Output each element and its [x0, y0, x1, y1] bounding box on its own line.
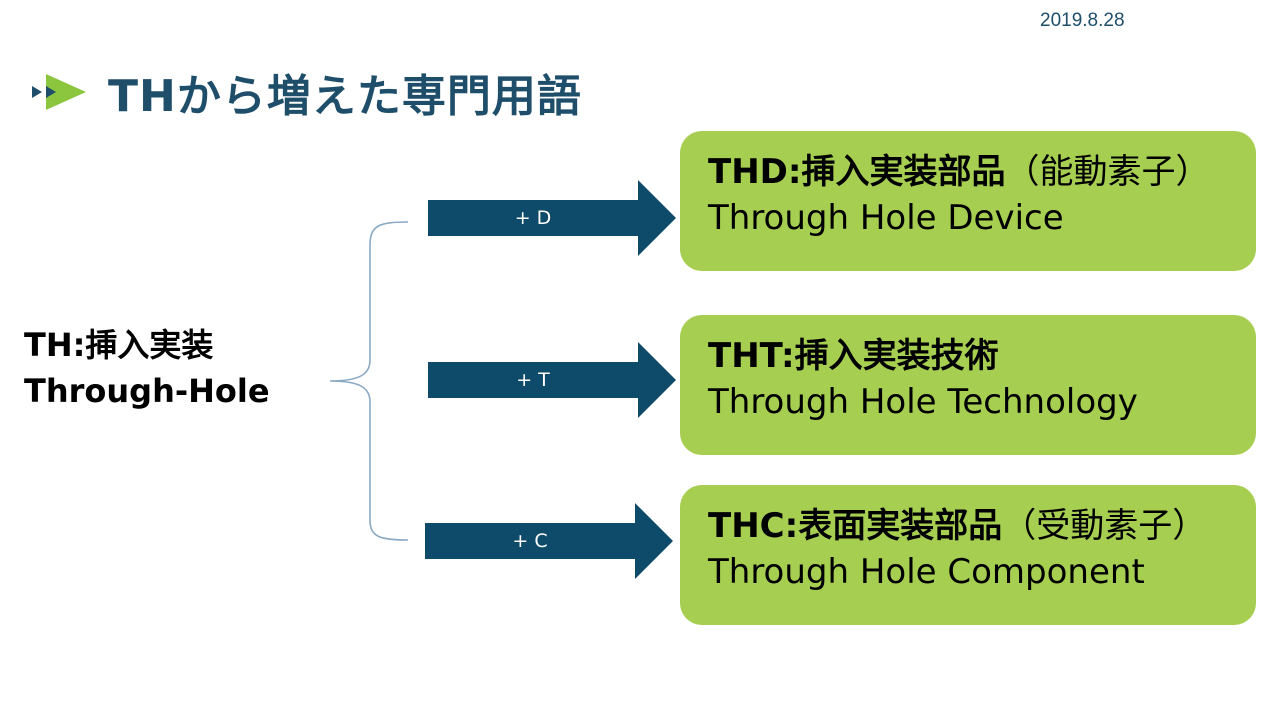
term-subtitle: Through Hole Technology: [708, 382, 1138, 422]
term-title: THT:挿入実装技術: [708, 333, 1256, 379]
source-term: TH:挿入実装 Through-Hole: [24, 322, 270, 414]
source-term-english: Through-Hole: [24, 372, 270, 410]
term-title-paren: （受動素子）: [1002, 506, 1207, 546]
term-box-thc: THC:表面実装部品（受動素子） Through Hole Component: [680, 485, 1256, 625]
arrow-d: + D: [428, 180, 678, 256]
page-title: THから増えた専門用語: [108, 71, 582, 122]
arrow-label: + C: [512, 530, 548, 552]
term-title-main: THT:挿入実装技術: [708, 336, 999, 376]
term-title-main: THC:表面実装部品: [708, 506, 1003, 546]
arrow-label: + D: [514, 207, 552, 229]
arrow-t: + T: [428, 342, 678, 418]
term-title-paren: （能動素子）: [1005, 152, 1210, 192]
term-box-tht: THT:挿入実装技術 Through Hole Technology: [680, 315, 1256, 455]
arrow-c: + C: [425, 503, 675, 579]
term-title: THD:挿入実装部品（能動素子）: [708, 149, 1256, 195]
curly-brace: [329, 221, 409, 541]
term-title-main: THD:挿入実装部品: [708, 152, 1006, 192]
source-term-japanese: TH:挿入実装: [24, 326, 214, 364]
arrow-shape: [428, 180, 676, 256]
play-arrow-icon: [32, 74, 86, 110]
term-title: THC:表面実装部品（受動素子）: [708, 503, 1256, 549]
date-label: 2019.8.28: [1040, 10, 1125, 31]
arrow-shape: [428, 342, 676, 418]
arrow-shape: [425, 503, 673, 579]
arrow-label: + T: [516, 369, 550, 391]
term-subtitle: Through Hole Component: [708, 552, 1145, 592]
term-box-thd: THD:挿入実装部品（能動素子） Through Hole Device: [680, 131, 1256, 271]
term-subtitle: Through Hole Device: [708, 198, 1064, 238]
